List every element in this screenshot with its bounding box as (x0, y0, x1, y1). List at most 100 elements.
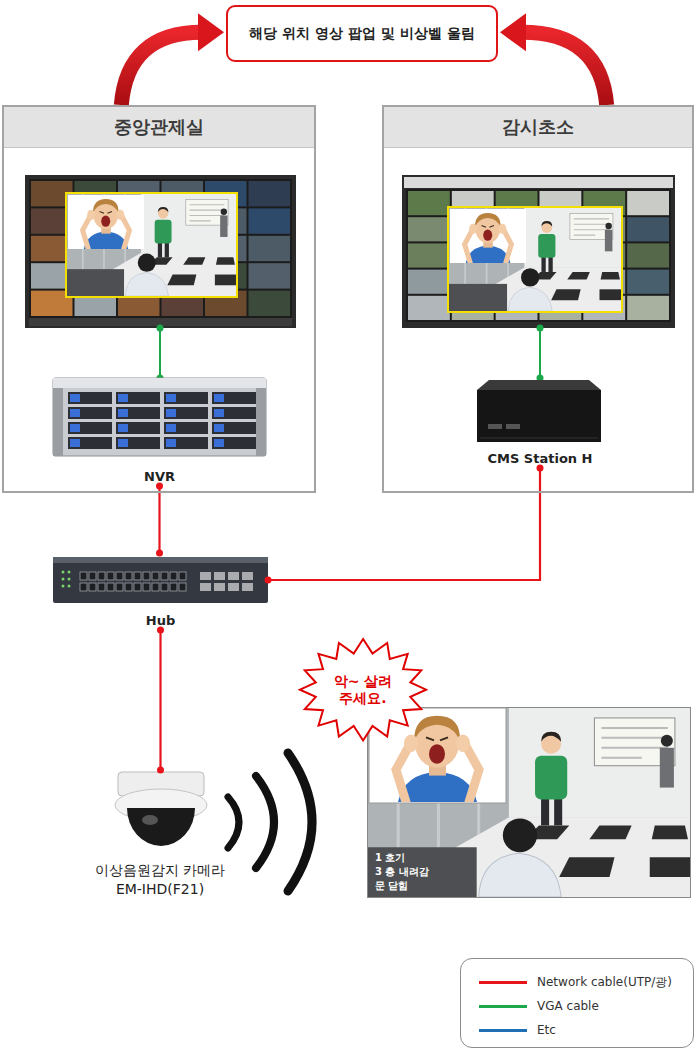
vga-cables (157, 325, 544, 382)
drive-bays-part (212, 407, 256, 419)
legend-swatch (479, 1005, 527, 1008)
monitor-right-part (448, 207, 622, 312)
monitor-right (402, 175, 675, 328)
legend-swatch (479, 981, 527, 984)
vga-cables-part (160, 328, 540, 378)
camera-illustration-part (142, 815, 158, 825)
screen-tiles-part (627, 270, 669, 294)
switch-ports-part (107, 583, 114, 591)
arrow-head (198, 13, 224, 51)
monitor-right-part (450, 209, 526, 263)
monitor-right-part (404, 177, 673, 188)
switch-ports-part (228, 572, 239, 580)
screen-tiles-part (249, 291, 291, 316)
cable-dot (157, 767, 164, 774)
cable-line (158, 486, 160, 553)
screen-tiles-part (249, 236, 291, 261)
screen-tiles-part (408, 243, 450, 267)
sound-detect-camera: 이상음원감지 카메라EM-IHD(F21) (55, 770, 265, 900)
drive-bays-part (214, 439, 224, 447)
camera-illustration-part (127, 808, 195, 846)
node-label: 악~ 살려 주세요. (327, 673, 399, 707)
switch-ports-part (68, 578, 71, 581)
drive-bays-part (70, 394, 80, 402)
video-screenshot-part (367, 707, 691, 898)
drive-bays-part (166, 394, 176, 402)
switch-ports-part (161, 572, 168, 580)
monitor-left (25, 175, 296, 328)
overlay-text: 1 호기 (375, 851, 405, 864)
switch-ports-part (80, 583, 87, 591)
switch-ports-part (161, 583, 168, 591)
drive-bays-part (164, 392, 208, 404)
arrow-head (500, 13, 526, 51)
switch-ports-part (98, 572, 105, 580)
screen-tiles-part (627, 191, 669, 215)
legend-box: Network cable(UTP/광)VGA cableEtc (460, 958, 694, 1048)
drive-bays-part (68, 407, 112, 419)
switch-ports-part (116, 583, 123, 591)
switch-ports-part (242, 572, 253, 580)
drive-bays-part (212, 392, 256, 404)
drive-bays-part (116, 437, 160, 449)
overlay-text: 3 층 내려감 (375, 865, 429, 878)
switch-ports-part (143, 572, 150, 580)
node-label: Hub (146, 613, 175, 629)
screen-tiles-part (408, 191, 450, 215)
node-label: 해당 위치 영상 팝업 및 비상벨 울림 (249, 25, 474, 43)
switch-ports-part (62, 571, 65, 574)
cms-station: CMS Station H (470, 376, 610, 468)
drive-bays-part (214, 394, 224, 402)
switch-ports-part (200, 572, 211, 580)
switch-ports-part (179, 572, 186, 580)
network-hub: Hub (53, 553, 268, 630)
video-screenshot-part (368, 708, 690, 897)
switch-ports-part (68, 585, 71, 588)
monitor-right-part (449, 208, 621, 311)
switch-ports-part (125, 583, 132, 591)
monitor-left-part (67, 194, 236, 296)
legend-text: VGA cable (537, 999, 599, 1013)
alert-box: 해당 위치 영상 팝업 및 비상벨 울림 (226, 5, 498, 62)
screen-tiles-part (627, 296, 669, 320)
drive-bays-part (116, 392, 160, 404)
drive-bays-part (116, 407, 160, 419)
nvr-illustration-part (53, 378, 266, 456)
switch-ports-part (179, 583, 186, 591)
screen-tiles-part (249, 208, 291, 233)
drive-bays-part (70, 424, 80, 432)
screen-tiles (31, 181, 290, 316)
screen-tiles (408, 191, 669, 320)
drive-bays-part (118, 394, 128, 402)
drive-bays-part (70, 439, 80, 447)
switch-ports-part (214, 583, 225, 591)
drive-bays-part (118, 424, 128, 432)
switch-ports (62, 571, 254, 592)
monitor-right-part (406, 189, 671, 322)
drive-bays-part (212, 437, 256, 449)
monitor-right-part (402, 175, 675, 328)
drive-bays-part (68, 437, 112, 449)
node-label: EM-IHD(F21) (116, 880, 204, 900)
speech-burst: 악~ 살려 주세요. (298, 637, 428, 742)
switch-ports-part (200, 583, 211, 591)
drive-bays-part (68, 392, 112, 404)
nvr-illustration-part (53, 388, 63, 456)
cable-dot (156, 550, 163, 557)
drive-bays-part (214, 424, 224, 432)
sound-waves (228, 753, 312, 891)
arrow-shaft (121, 32, 202, 105)
burst-shape (300, 639, 426, 740)
screen-tiles-part (249, 181, 291, 206)
switch-ports-part (170, 583, 177, 591)
cable-line (159, 630, 161, 770)
drive-bays-part (164, 407, 208, 419)
switch-ports-part (152, 572, 159, 580)
drive-bays (68, 392, 256, 449)
control-room-panel: 중앙관제실NVR (2, 105, 316, 493)
cms-illustration-part (506, 424, 520, 429)
screen-tiles-part (627, 217, 669, 241)
